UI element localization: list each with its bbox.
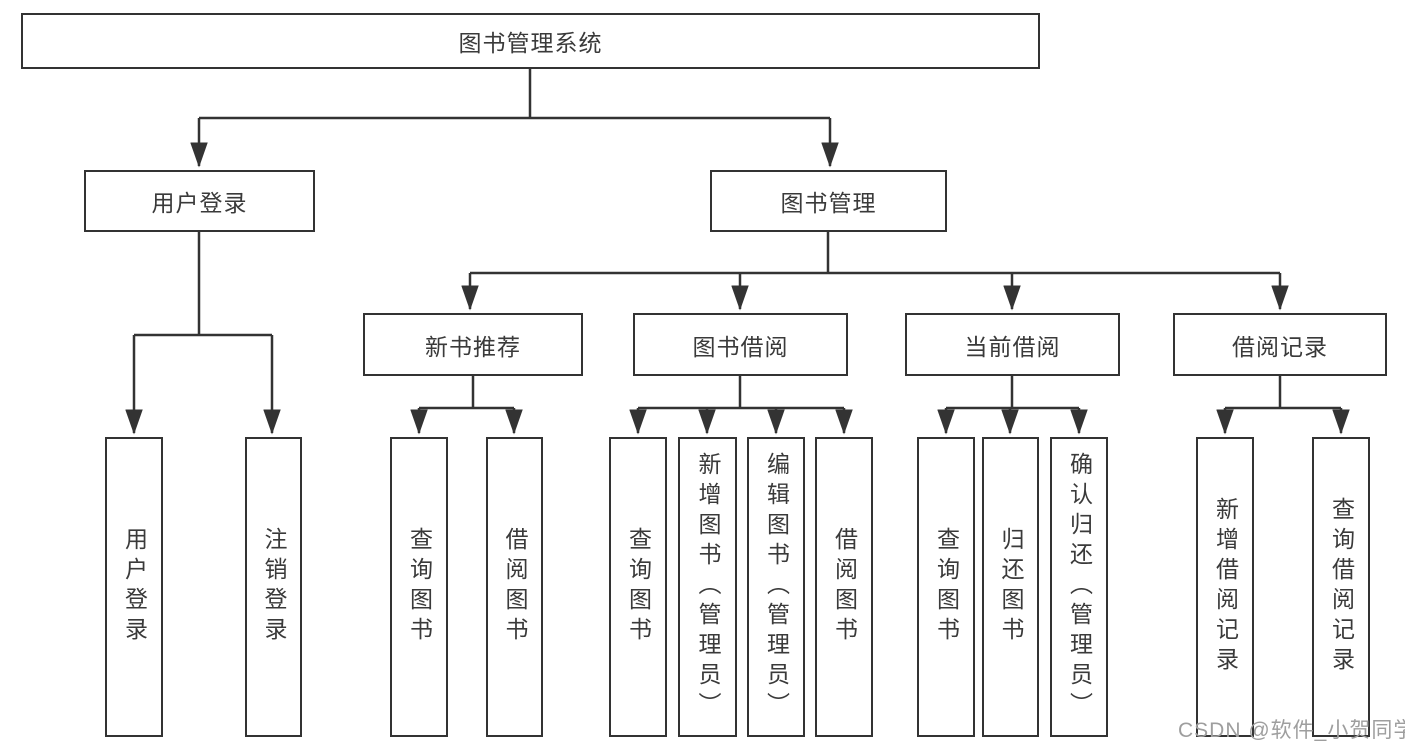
csdn-watermark: CSDN @软件_小贺同学 (1178, 719, 1405, 742)
node-borrowing-records: 借阅记录 (1173, 313, 1387, 376)
node-book-management-module: 图书管理 (710, 170, 947, 232)
node-add-books-admin: 新增图书（管理员） (678, 437, 737, 737)
node-logout-leaf: 注销登录 (245, 437, 302, 737)
node-user-login-module: 用户登录 (84, 170, 315, 232)
node-library-management-system: 图书管理系统 (21, 13, 1040, 69)
node-borrow-books-leaf: 借阅图书 (815, 437, 873, 737)
node-query-books-borrowing: 查询图书 (609, 437, 667, 737)
node-query-borrow-record: 查询借阅记录 (1312, 437, 1370, 737)
node-borrow-books-recommend: 借阅图书 (486, 437, 543, 737)
node-edit-books-admin: 编辑图书（管理员） (747, 437, 805, 737)
node-return-books: 归还图书 (982, 437, 1039, 737)
node-confirm-return-admin: 确认归还（管理员） (1050, 437, 1108, 737)
node-user-login-leaf: 用户登录 (105, 437, 163, 737)
node-book-borrowing: 图书借阅 (633, 313, 848, 376)
node-query-books-current: 查询图书 (917, 437, 975, 737)
node-query-books-recommend: 查询图书 (390, 437, 448, 737)
node-current-borrowing: 当前借阅 (905, 313, 1120, 376)
node-add-borrow-record: 新增借阅记录 (1196, 437, 1254, 737)
node-new-book-recommend: 新书推荐 (363, 313, 583, 376)
